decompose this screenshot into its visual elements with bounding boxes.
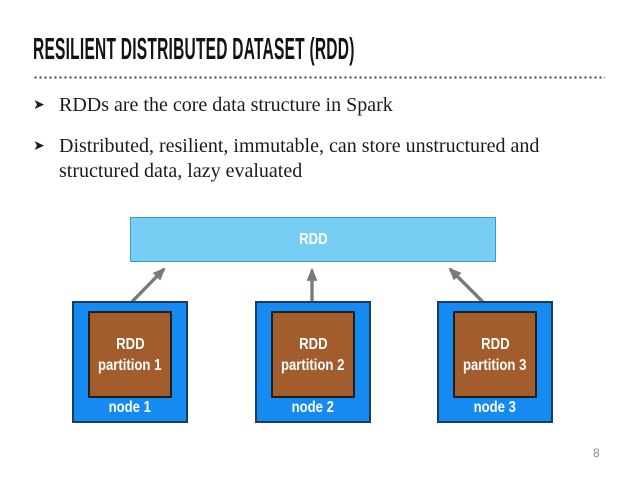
bullet-text: Distributed, resilient, immutable, can s…	[59, 135, 540, 182]
bullet-text: RDDs are the core data structure in Spar…	[59, 94, 393, 116]
node-label-text: node 1	[108, 399, 152, 416]
partition-label-line1: RDD	[298, 335, 328, 353]
bullet-list: ➤ RDDs are the core data structure in Sp…	[33, 93, 593, 200]
partition-label-line2: partition 3	[463, 356, 527, 374]
page-number: 8	[593, 446, 600, 460]
bullet-arrow-icon: ➤	[33, 97, 45, 113]
node-box-1: RDD partition 1 node 1	[72, 301, 188, 423]
node-label: node 2	[257, 399, 369, 417]
node-box-3: RDD partition 3 node 3	[437, 301, 553, 423]
partition-box-3: RDD partition 3	[453, 311, 537, 398]
rdd-box: RDD	[130, 217, 496, 262]
partition-label-line1: RDD	[480, 335, 510, 353]
bullet-item: ➤ Distributed, resilient, immutable, can…	[33, 134, 593, 184]
node-label: node 3	[439, 399, 551, 417]
node-label-text: node 3	[473, 399, 517, 416]
bullet-arrow-icon: ➤	[33, 138, 45, 154]
partition-box-1: RDD partition 1	[88, 311, 172, 398]
partition-box-2: RDD partition 2	[271, 311, 355, 398]
node-box-2: RDD partition 2 node 2	[255, 301, 371, 423]
slide-title-text: RESILIENT DISTRIBUTED DATASET (RDD)	[33, 31, 355, 66]
partition-label-line2: partition 2	[281, 356, 345, 374]
rdd-box-label: RDD	[298, 230, 328, 248]
bullet-item: ➤ RDDs are the core data structure in Sp…	[33, 93, 593, 118]
slide-title: RESILIENT DISTRIBUTED DATASET (RDD)	[33, 33, 638, 64]
partition-label-line1: RDD	[115, 335, 145, 353]
partition-label-line2: partition 1	[98, 356, 162, 374]
arrow-node3-to-rdd-icon	[448, 267, 492, 311]
title-divider-dotted-line	[33, 76, 605, 79]
node-label-text: node 2	[291, 399, 335, 416]
arrow-node1-to-rdd-icon	[123, 267, 166, 311]
node-label: node 1	[74, 399, 186, 417]
